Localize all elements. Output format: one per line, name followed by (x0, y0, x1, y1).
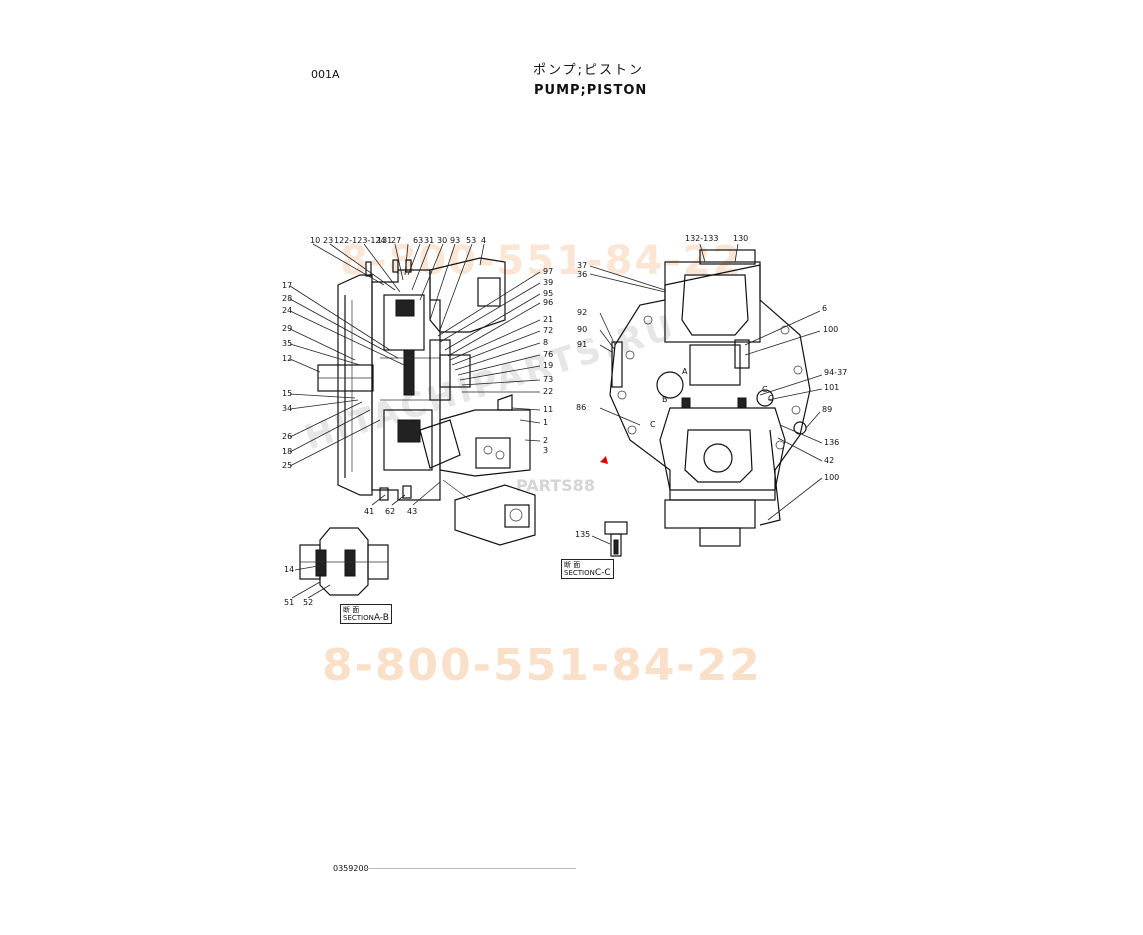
label-2: 2 (543, 436, 549, 445)
footer-rule (364, 868, 576, 869)
section-ab-id: A-B (373, 613, 389, 623)
label-94-37: 94-37 (824, 368, 848, 377)
watermark-phone-bottom: 8-800-551-84-22 (322, 640, 762, 691)
label-89: 89 (822, 405, 833, 414)
label-37: 37 (577, 261, 588, 270)
label-15: 15 (282, 389, 293, 398)
label-26: 26 (282, 432, 293, 441)
label-28: 28 (282, 294, 293, 303)
label-132-133: 132-133 (685, 234, 719, 243)
label-130: 130 (733, 234, 749, 243)
label-101: 101 (824, 383, 840, 392)
label-27: 27 (391, 236, 402, 245)
diagram-code: 001A (311, 68, 340, 81)
label-53: 53 (466, 236, 477, 245)
right-leaders (589, 243, 823, 521)
label-36: 36 (577, 270, 588, 279)
label-100-upper: 100 (823, 325, 839, 334)
section-cc-detail (591, 521, 628, 557)
section-ab-word: SECTION (343, 614, 374, 622)
label-10: 10 (310, 236, 321, 245)
label-17: 17 (282, 281, 293, 290)
label-18: 18 (282, 447, 293, 456)
pump-side-section (317, 257, 536, 546)
label-39: 39 (543, 278, 554, 287)
label-3: 3 (543, 446, 549, 455)
label-93: 93 (450, 236, 461, 245)
label-100-lower: 100 (824, 473, 840, 482)
label-90: 90 (577, 325, 588, 334)
section-cc-word: SECTION (564, 569, 595, 577)
label-122-124: 122-123-124 (334, 236, 386, 245)
label-62: 62 (385, 507, 396, 516)
marker-b: B (662, 395, 668, 404)
red-marker (600, 456, 608, 464)
label-52: 52 (303, 598, 314, 607)
label-76: 76 (543, 350, 554, 359)
section-ab-label: 断 面 SECTIONA-B (340, 604, 392, 624)
watermark-logo: PARTS88 (516, 476, 595, 495)
label-34: 34 (282, 404, 293, 413)
pump-front-view (609, 249, 811, 547)
marker-c-left: C (650, 420, 656, 429)
label-96: 96 (543, 298, 554, 307)
label-19: 19 (543, 361, 554, 370)
marker-c-right: C (768, 394, 774, 403)
label-4: 4 (481, 236, 487, 245)
watermark-phone-top: 8-800-551-84-22 (340, 238, 743, 284)
marker-c-upper: C (762, 385, 768, 394)
label-21: 21 (543, 315, 554, 324)
section-ab-detail (291, 527, 389, 599)
section-cc-kanji: 断 面 (564, 561, 581, 569)
label-6: 6 (822, 304, 828, 313)
section-ab-kanji: 断 面 (343, 606, 360, 614)
label-31: 31 (424, 236, 435, 245)
label-11: 11 (543, 405, 554, 414)
label-22: 22 (543, 387, 554, 396)
label-86: 86 (576, 403, 587, 412)
label-131: 131 (377, 236, 393, 245)
label-8: 8 (543, 338, 549, 347)
label-25: 25 (282, 461, 293, 470)
label-24: 24 (282, 306, 293, 315)
label-73: 73 (543, 375, 554, 384)
section-cc-id: C-C (594, 568, 611, 578)
label-135: 135 (575, 530, 591, 539)
label-43: 43 (407, 507, 418, 516)
label-97: 97 (543, 267, 554, 276)
label-41: 41 (364, 507, 375, 516)
label-136: 136 (824, 438, 840, 447)
label-72: 72 (543, 326, 554, 335)
left-leaders (289, 243, 541, 506)
label-12: 12 (282, 354, 293, 363)
section-cc-label: 断 面 SECTIONC-C (561, 559, 614, 579)
label-29: 29 (282, 324, 293, 333)
marker-a: A (682, 367, 688, 376)
label-35: 35 (282, 339, 293, 348)
label-42: 42 (824, 456, 835, 465)
label-92: 92 (577, 308, 588, 317)
label-23: 23 (323, 236, 334, 245)
label-91: 91 (577, 340, 588, 349)
title-english: PUMP;PISTON (534, 83, 648, 98)
label-30: 30 (437, 236, 448, 245)
label-1: 1 (543, 418, 549, 427)
label-95: 95 (543, 289, 554, 298)
label-14: 14 (284, 565, 295, 574)
title-japanese: ポンプ;ピストン (533, 63, 644, 78)
document-number: 0359200 (333, 864, 369, 873)
label-51: 51 (284, 598, 295, 607)
label-63: 63 (413, 236, 424, 245)
